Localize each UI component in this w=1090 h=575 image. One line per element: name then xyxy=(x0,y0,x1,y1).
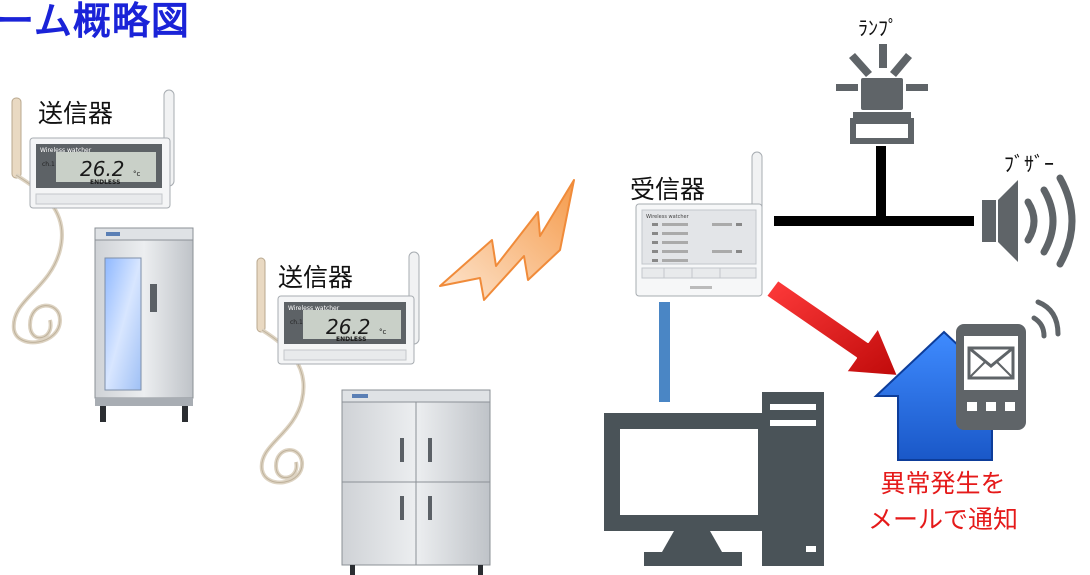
buzzer-label: ﾌﾞｻﾞｰ xyxy=(1004,152,1054,176)
receiver-label: 受信器 xyxy=(630,175,706,204)
device-2-brand: Wireless watcher xyxy=(288,305,340,312)
refrigerator-quad xyxy=(341,389,491,575)
alert-arrow xyxy=(765,279,899,377)
transmitter-device-1: Wireless watcher ch.1 26.2 °c ENDLESS xyxy=(11,89,175,345)
device-2-maker: ENDLESS xyxy=(336,336,366,343)
device-1-brand: Wireless watcher xyxy=(40,147,92,154)
lamp-icon xyxy=(836,44,928,144)
notification-text: 異常発生を メールで通知 xyxy=(868,466,1018,538)
device-1-maker: ENDLESS xyxy=(90,179,120,186)
receiver-pc-cable xyxy=(659,302,670,402)
device-1-channel: ch.1 xyxy=(42,161,55,168)
transmitter-device-2: Wireless watcher ch.1 26.2 °c ENDLESS xyxy=(256,251,420,485)
refrigerator-single xyxy=(94,227,194,422)
page-title: ーム概略図 xyxy=(0,0,190,43)
device-2-channel: ch.1 xyxy=(290,319,303,326)
notification-line-1: 異常発生を xyxy=(880,469,1006,498)
lamp-label: ﾗﾝﾌﾟ xyxy=(858,16,898,40)
device-1-reading: 26.2 xyxy=(80,157,125,181)
device-2-reading: 26.2 xyxy=(326,315,371,339)
notification-line-2: メールで通知 xyxy=(868,505,1019,534)
buzzer-icon xyxy=(982,174,1076,268)
transmitter-2-label: 送信器 xyxy=(278,263,354,292)
wireless-signal-bolt xyxy=(439,179,575,301)
receiver-brand: Wireless watcher xyxy=(646,214,690,220)
device-1-unit: °c xyxy=(133,170,141,178)
device-2-unit: °c xyxy=(379,328,387,336)
alarm-wiring xyxy=(774,146,974,226)
receiver-device: Wireless watcher xyxy=(635,151,763,297)
computer xyxy=(604,392,824,566)
transmitter-1-label: 送信器 xyxy=(38,99,114,128)
mobile-mail-icon xyxy=(956,299,1061,430)
